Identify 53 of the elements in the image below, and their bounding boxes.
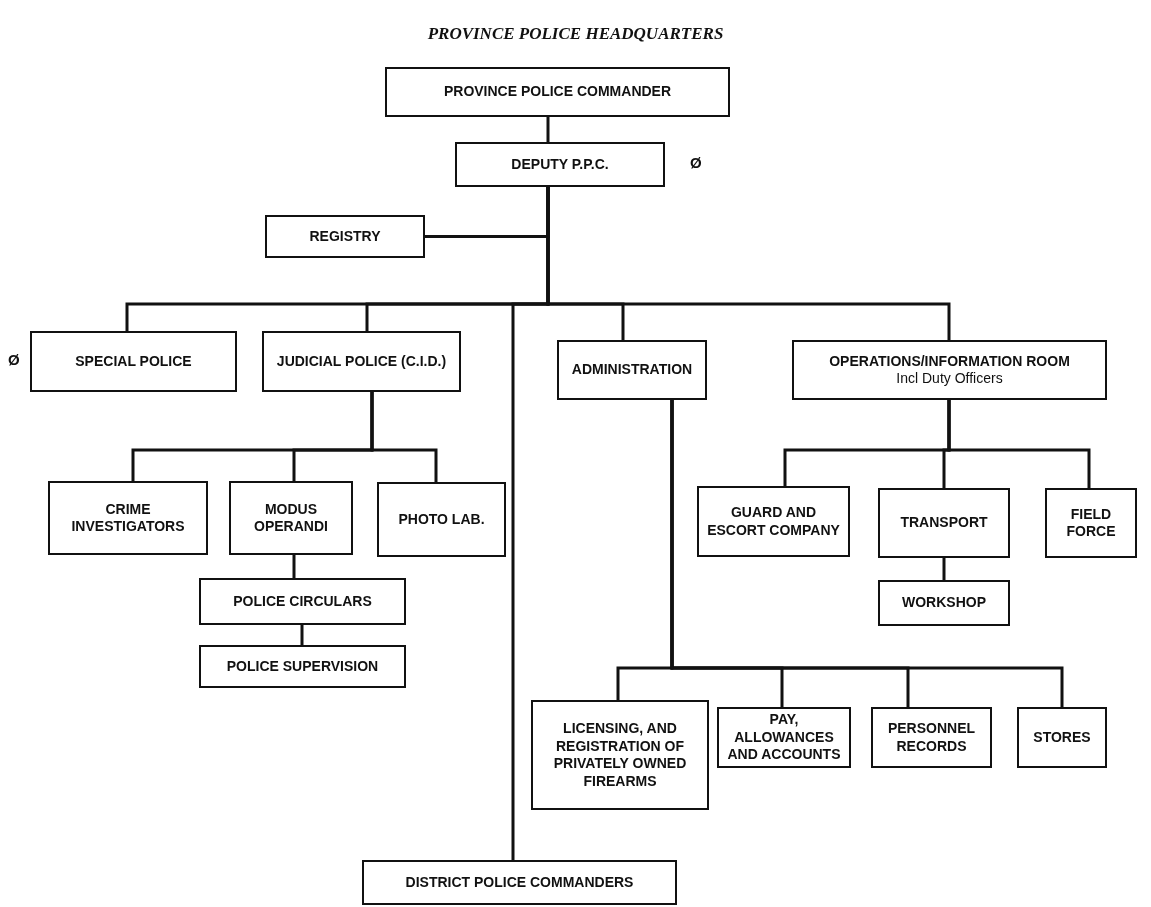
connector-line [546, 117, 550, 142]
org-box [377, 482, 506, 557]
org-box [531, 700, 709, 810]
connector-line [370, 392, 438, 482]
box-label: TRANSPORT [900, 514, 988, 532]
org-box [265, 215, 425, 258]
note-mark: Ø [8, 351, 20, 368]
org-box [455, 142, 665, 187]
connector-line [300, 625, 304, 645]
org-box [1017, 707, 1107, 768]
box-label: ADMINISTRATION [571, 361, 693, 379]
box-label: CRIME INVESTIGATORS [70, 500, 186, 536]
connector-line [670, 400, 1064, 707]
org-box [199, 645, 406, 688]
box-label: GUARD AND ESCORT COMPANY [706, 504, 841, 539]
box-subtitle: Incl Duty Officers [896, 370, 1003, 388]
box-label: POLICE SUPERVISION [226, 657, 379, 676]
connector-line [947, 400, 1091, 488]
chart-title: PROVINCE POLICE HEADQUARTERS [427, 24, 724, 43]
box-label: DISTRICT POLICE COMMANDERS [405, 873, 634, 892]
org-box [717, 707, 851, 768]
box-label: SPECIAL POLICE [75, 352, 192, 371]
box-label: POLICE CIRCULARS [233, 592, 372, 611]
box-label: WORKSHOP [902, 594, 986, 612]
box-label: PAY, ALLOWANCES AND ACCOUNTS [726, 711, 842, 764]
box-label: DEPUTY P.P.C. [511, 155, 609, 174]
org-box [697, 486, 850, 557]
org-box [878, 488, 1010, 558]
org-box [878, 580, 1010, 626]
box-label: PERSONNEL RECORDS [886, 720, 977, 755]
org-box [199, 578, 406, 625]
org-box [792, 340, 1107, 400]
org-box [30, 331, 237, 392]
org-box [48, 481, 208, 555]
box-label: STORES [1033, 728, 1091, 747]
box-label: FIELD FORCE [1065, 505, 1117, 541]
box-label: PHOTO LAB. [398, 510, 485, 529]
box-label: PROVINCE POLICE COMMANDER [443, 83, 672, 101]
org-box [362, 860, 677, 905]
org-box [229, 481, 353, 555]
box-label: JUDICIAL POLICE (C.I.D.) [276, 352, 447, 371]
box-label: MODUS OPERANDI [253, 500, 329, 536]
org-box [262, 331, 461, 392]
org-box [385, 67, 730, 117]
org-box [871, 707, 992, 768]
note-mark: Ø [690, 154, 702, 171]
box-label: REGISTRY [309, 227, 381, 246]
box-label: LICENSING, AND REGISTRATION OF PRIVATELY OWNED FIREARMS [552, 720, 688, 790]
connector-line [942, 558, 946, 580]
org-box [557, 340, 707, 400]
connector-line [292, 555, 296, 578]
org-box [1045, 488, 1137, 558]
box-label: OPERATIONS/INFORMATION ROOM [829, 352, 1070, 370]
